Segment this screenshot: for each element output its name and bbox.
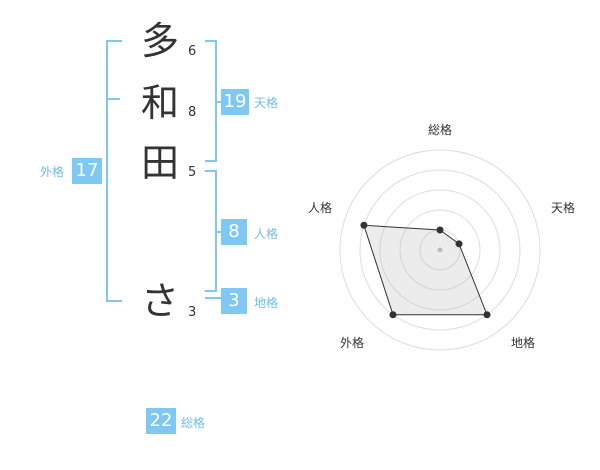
radar-point-4 xyxy=(360,221,368,229)
radar-axis-label-tenkaku: 天格 xyxy=(551,201,576,215)
stroke-count-4: 3 xyxy=(188,305,197,320)
name-char-1: 多 xyxy=(140,19,179,63)
radar-ring xyxy=(359,169,521,331)
radar-point-1 xyxy=(455,240,463,248)
gaikaku-value: 17 xyxy=(72,158,102,184)
tenkaku-bracket xyxy=(205,40,217,162)
radar-polygon xyxy=(363,224,488,316)
radar-axis-label-jinkaku: 人格 xyxy=(308,201,333,215)
stroke-count-3: 5 xyxy=(188,165,197,180)
radar-ring xyxy=(399,209,481,291)
tenkaku-value: 19 xyxy=(221,89,249,115)
jinkaku-value: 8 xyxy=(221,219,247,245)
radar-chart xyxy=(339,149,541,351)
stroke-count-2: 8 xyxy=(188,105,197,120)
name-char-4: さ xyxy=(140,279,179,323)
radar-center xyxy=(437,247,443,253)
tenkaku-bracket-tick xyxy=(217,101,223,103)
name-char-2: 和 xyxy=(140,81,179,125)
jinkaku-bracket xyxy=(205,170,217,292)
tenkaku-label: 天格 xyxy=(254,96,279,110)
radar-point-0 xyxy=(436,226,444,234)
radar-point-2 xyxy=(483,311,491,319)
gaikaku-bracket xyxy=(106,40,122,302)
soukaku-value: 22 xyxy=(146,408,176,434)
gaikaku-label: 外格 xyxy=(40,165,65,179)
radar-ring xyxy=(379,189,501,311)
chikaku-bracket-tick xyxy=(205,297,222,299)
chikaku-label: 地格 xyxy=(254,296,279,310)
name-char-3: 田 xyxy=(140,141,179,185)
radar-axis-label-soukaku: 総格 xyxy=(428,123,453,137)
jinkaku-bracket-tick xyxy=(217,231,223,233)
jinkaku-label: 人格 xyxy=(254,227,279,241)
stroke-count-1: 6 xyxy=(188,44,197,59)
radar-point-3 xyxy=(389,311,397,319)
gaikaku-bracket-tick xyxy=(106,98,120,100)
soukaku-label: 総格 xyxy=(181,416,206,430)
radar-axis-label-chikaku: 地格 xyxy=(511,336,536,350)
radar-axis-label-gaikaku: 外格 xyxy=(340,336,365,350)
chikaku-value: 3 xyxy=(221,288,247,314)
